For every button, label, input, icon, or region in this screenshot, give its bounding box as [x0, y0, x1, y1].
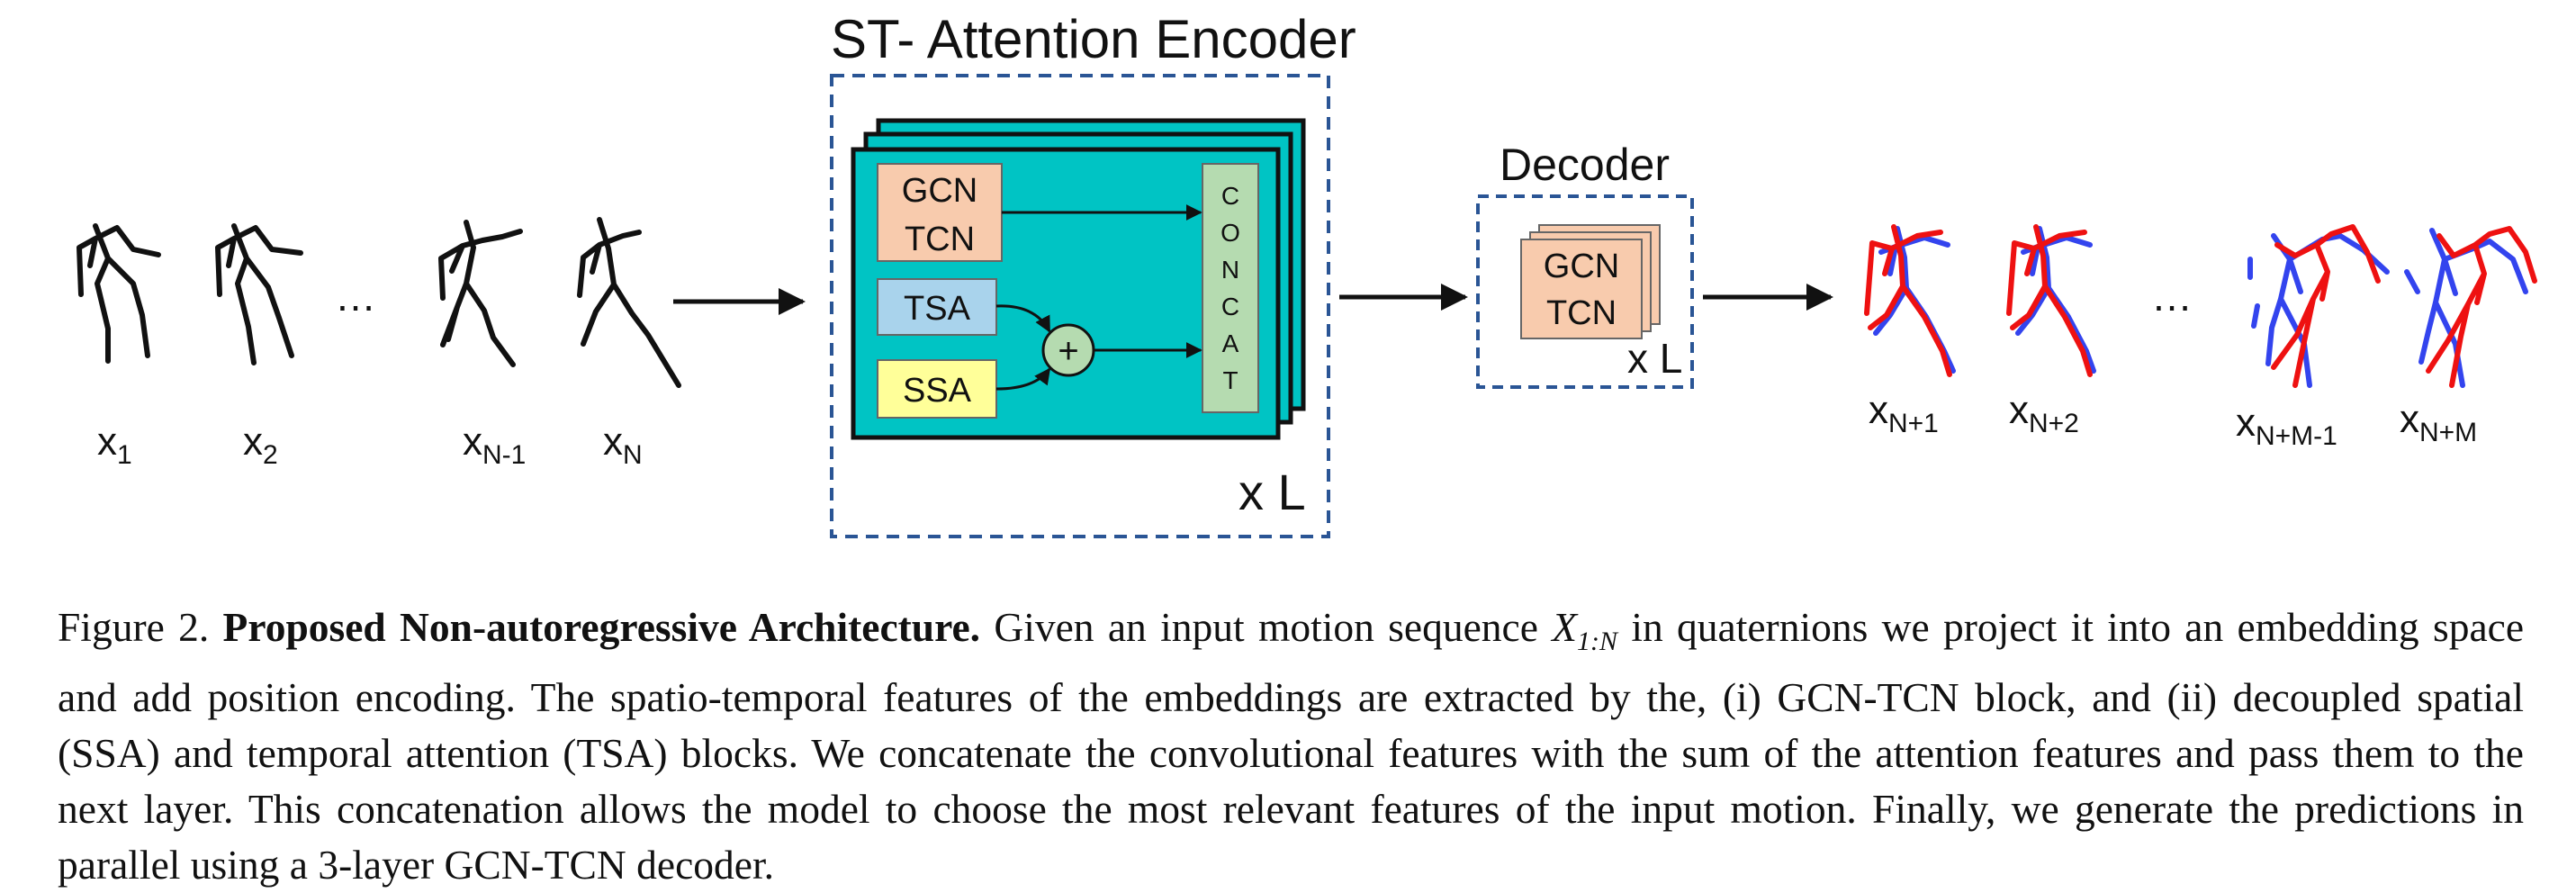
output-label-n+m-1: xN+M-1: [2236, 401, 2337, 451]
ssa-to-sum-arrow: [995, 367, 1051, 391]
input-pose-1: [77, 223, 161, 364]
caption-text-part-1: Given an input motion sequence: [994, 603, 1538, 650]
caption-title: Proposed Non-autoregressive Architecture…: [222, 603, 981, 650]
output-label-n+m: xN+M: [2400, 397, 2477, 447]
decoder-repeat-label: x L: [1627, 335, 1682, 382]
input-label-1: x1: [97, 419, 132, 470]
ssa-block: [877, 359, 997, 419]
concat-letter-c2: C: [1221, 293, 1239, 320]
input-pose-2: [215, 223, 303, 365]
output-pose-1: [1864, 224, 1956, 377]
output-label-n+2: xN+2: [2009, 388, 2079, 438]
tsa-to-sum-arrow: [995, 304, 1051, 333]
figure-caption: Figure 2. Proposed Non-autoregressive Ar…: [58, 600, 2524, 893]
input-label-2: x2: [243, 419, 278, 470]
input-label-n: xN: [603, 419, 643, 470]
output-pose-n-m: [2404, 226, 2537, 388]
concat-letter-c1: C: [1221, 182, 1239, 210]
decoder-gcn-text: GCN: [1544, 248, 1619, 285]
concat-letter-n: N: [1221, 256, 1239, 284]
output-ellipsis: …: [2151, 273, 2193, 320]
tsa-block: [877, 278, 997, 336]
ssa-text: SSA: [903, 372, 972, 410]
output-label-n+1: xN+1: [1869, 388, 1939, 438]
output-pose-n-m-1: [2247, 224, 2390, 388]
input-label-n-1: xN-1: [463, 419, 526, 470]
caption-math: X1:N: [1552, 603, 1618, 656]
encoder-repeat-label: x L: [1238, 464, 1306, 520]
sum-plus: +: [1058, 331, 1078, 371]
concat-letter-o: O: [1220, 219, 1240, 247]
decoder-dashed-box: [1476, 194, 1694, 389]
tsa-text: TSA: [904, 290, 971, 328]
figure-label: Figure 2.: [58, 603, 210, 650]
decoder-gcn-tcn-block: [1520, 239, 1643, 339]
decoder-title: Decoder: [1500, 140, 1670, 190]
input-ellipsis: …: [335, 273, 376, 320]
encoder-gcn-tcn-block: [877, 163, 1003, 262]
output-pose-2: [2006, 224, 2096, 377]
concat-block: [1202, 163, 1259, 413]
encoder-title: ST- Attention Encoder: [831, 9, 1356, 69]
decoder-tcn-text: TCN: [1546, 294, 1617, 332]
concat-letter-t: T: [1222, 366, 1238, 394]
encoder-tcn-text: TCN: [905, 221, 975, 258]
encoder-dashed-box: [830, 74, 1330, 538]
input-pose-n: [577, 217, 681, 388]
input-pose-n-1: [438, 220, 523, 367]
encoder-gcn-text: GCN: [902, 172, 977, 210]
concat-letter-a: A: [1222, 329, 1239, 357]
architecture-diagram: … x1 x2 xN-1 xN ST- Attention Encoder GC…: [77, 9, 2537, 538]
